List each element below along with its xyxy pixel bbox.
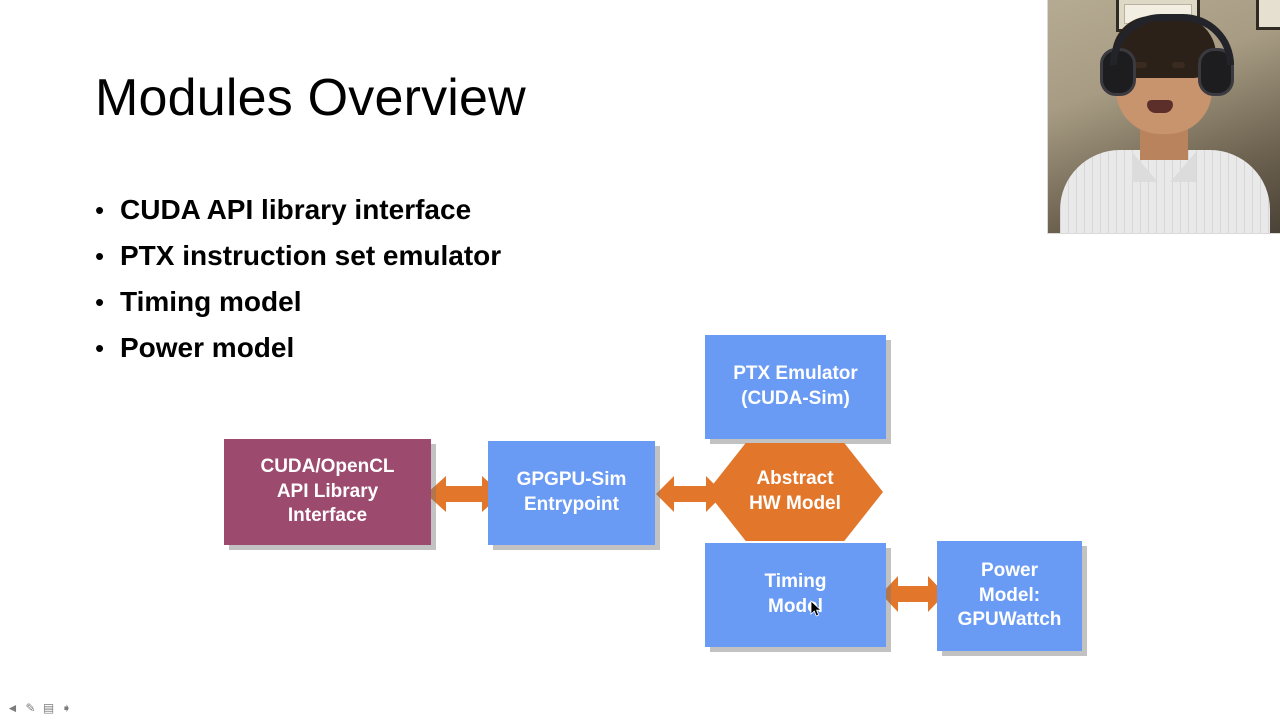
- next-slide-icon[interactable]: ➧: [61, 700, 72, 715]
- node-label: Power Model: GPUWattch: [957, 559, 1062, 631]
- diagram-node-ptx-emulator[interactable]: PTX Emulator (CUDA-Sim): [705, 335, 886, 439]
- presenter-collar-right: [1170, 152, 1196, 182]
- node-label: GPGPU-Sim Entrypoint: [516, 469, 627, 515]
- connector-entrypoint-to-abstract-hw: [656, 476, 724, 512]
- list-item: • CUDA API library interface: [95, 192, 735, 227]
- page-title: Modules Overview: [95, 69, 526, 127]
- presenter-shirt: [1060, 150, 1270, 233]
- node-label: CUDA/OpenCL API Library Interface: [260, 455, 395, 527]
- pen-tool-icon[interactable]: ✎: [25, 700, 36, 715]
- bullet-list: • CUDA API library interface • PTX instr…: [95, 192, 735, 376]
- presenter-eye-right: [1172, 62, 1185, 68]
- diagram-node-power-model[interactable]: Power Model: GPUWattch: [937, 541, 1082, 651]
- previous-slide-icon[interactable]: ◄: [6, 700, 19, 715]
- bullet-marker-icon: •: [95, 333, 105, 363]
- presenter-eye-left: [1134, 62, 1147, 68]
- bullet-text: Timing model: [120, 286, 302, 317]
- bullet-text: Power model: [120, 332, 295, 363]
- diagram-node-abstract-hw-model[interactable]: Abstract HW Model: [707, 443, 883, 541]
- node-label: Abstract HW Model: [749, 468, 841, 514]
- node-label: PTX Emulator (CUDA-Sim): [733, 363, 858, 409]
- node-label: Timing Model: [764, 571, 827, 617]
- diagram-node-entrypoint[interactable]: GPGPU-Sim Entrypoint: [488, 441, 655, 545]
- presenter-webcam-video[interactable]: [1047, 0, 1280, 234]
- presenter-mouth: [1147, 100, 1173, 113]
- connector-timing-to-power: [881, 576, 945, 612]
- presenter-shirt-pattern: [1060, 150, 1270, 233]
- bullet-marker-icon: •: [95, 195, 105, 225]
- bullet-text: CUDA API library interface: [120, 194, 472, 225]
- bullet-marker-icon: •: [95, 241, 105, 271]
- bullet-text: PTX instruction set emulator: [120, 240, 502, 271]
- bullet-marker-icon: •: [95, 287, 105, 317]
- slideshow-controls[interactable]: ◄ ✎ ▤ ➧: [6, 701, 73, 714]
- list-item: • PTX instruction set emulator: [95, 238, 735, 273]
- connector-api-to-entrypoint: [426, 476, 502, 512]
- wall-picture-frame-icon: [1256, 0, 1280, 30]
- slide-menu-icon[interactable]: ▤: [42, 700, 55, 715]
- diagram-node-api-library[interactable]: CUDA/OpenCL API Library Interface: [224, 439, 431, 545]
- list-item: • Power model: [95, 330, 735, 365]
- diagram-node-timing-model[interactable]: Timing Model: [705, 543, 886, 647]
- list-item: • Timing model: [95, 284, 735, 319]
- presenter-collar-left: [1132, 152, 1158, 182]
